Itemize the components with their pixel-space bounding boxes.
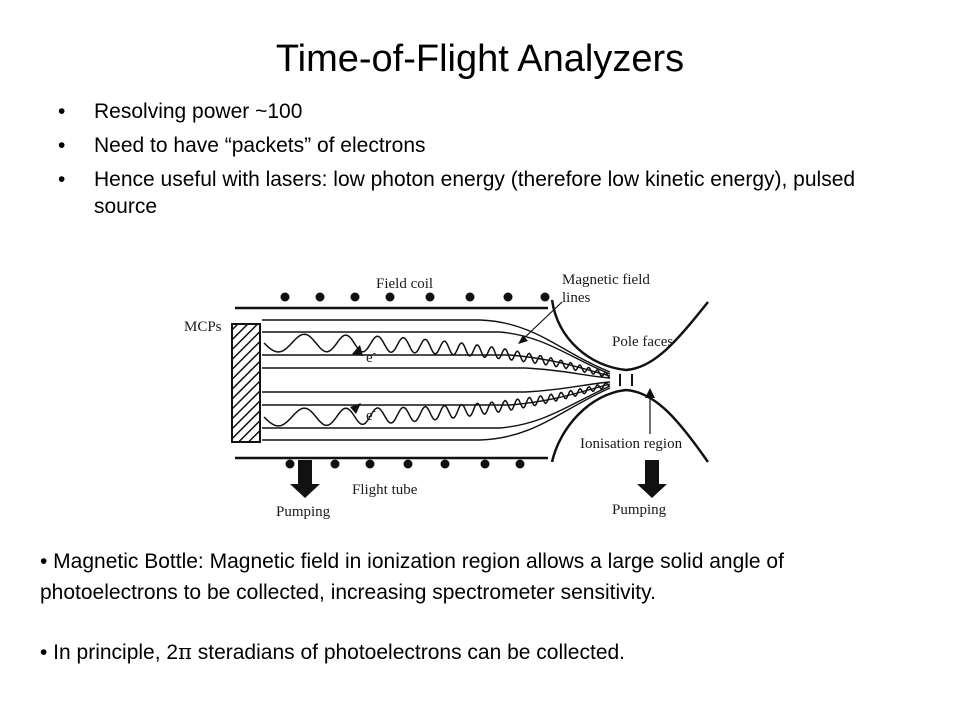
label-electron-bottom: e- (366, 406, 376, 424)
bullet-text: Need to have “packets” of electrons (94, 134, 426, 157)
electron-arrow-top (352, 345, 363, 356)
pi-symbol: π (178, 640, 192, 664)
electron-trajectory-bottom (263, 382, 611, 427)
bullet-marker: • (58, 100, 66, 123)
pole-face-bottom (550, 388, 710, 463)
bullet-item: • Hence useful with lasers: low photon en… (56, 166, 896, 220)
field-coil-dots-top (280, 292, 550, 302)
bullet-item: • Need to have “packets” of electrons (56, 132, 896, 159)
notes-spacer (40, 608, 920, 637)
magnetic-bottle-note: • Magnetic Bottle: Magnetic field in ion… (40, 550, 784, 604)
bullet-list: • Resolving power ~100 • Need to have “pac… (56, 98, 896, 227)
slide-title: Time-of-Flight Analyzers (275, 38, 685, 80)
magnetic-field-lines (262, 319, 611, 441)
label-magnetic-field: Magnetic field (562, 272, 650, 288)
notes-section: • Magnetic Bottle: Magnetic field in ion… (40, 546, 920, 668)
label-mcps: MCPs (184, 319, 222, 335)
field-lines-pointer (521, 301, 563, 341)
electron-arrow-bottom (350, 403, 361, 414)
electron-trajectory-top (263, 333, 611, 379)
pumping-arrow-right (637, 460, 667, 498)
label-pumping-right: Pumping (612, 502, 667, 518)
field-coil-dots-bottom (285, 459, 525, 469)
bullet-item: • Resolving power ~100 (56, 98, 896, 125)
principle-prefix: • In principle, 2 (40, 641, 179, 664)
label-ionisation-region: Ionisation region (580, 436, 683, 452)
mcp-detector (231, 323, 261, 443)
bullet-marker: • (58, 168, 66, 191)
label-pole-faces: Pole faces (612, 334, 673, 350)
pumping-arrow-left (290, 460, 320, 498)
label-pumping-left: Pumping (276, 504, 331, 520)
field-lines-pointer-head (518, 335, 528, 344)
pole-face-top (550, 299, 709, 372)
label-electron-top: e- (366, 348, 376, 366)
principle-suffix: steradians of photoelectrons can be coll… (191, 641, 626, 664)
label-flight-tube: Flight tube (352, 482, 418, 498)
label-field-coil: Field coil (376, 276, 433, 292)
label-magnetic-field-lines: lines (562, 290, 590, 306)
principle-note: • In principle, 2π steradians of photoel… (40, 637, 920, 668)
bullet-marker: • (58, 134, 66, 157)
ionisation-pointer-head (645, 388, 655, 398)
bullet-text: Hence useful with lasers: low photon ene… (94, 168, 856, 218)
bullet-text: Resolving power ~100 (94, 100, 303, 123)
magnetic-bottle-diagram: Field coil Magnetic field lines MCPs Pol… (184, 272, 710, 520)
